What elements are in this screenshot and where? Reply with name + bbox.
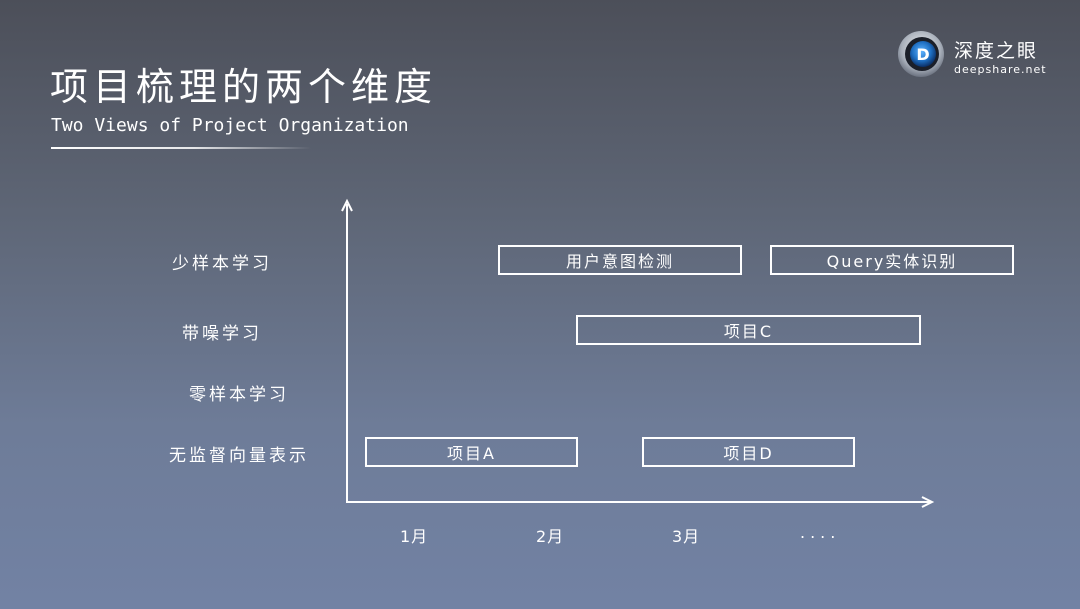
page-subtitle: Two Views of Project Organization — [51, 115, 409, 136]
row-label-few-shot: 少样本学习 — [172, 254, 272, 274]
brand-url: deepshare.net — [954, 63, 1047, 76]
time-tick-more: .... — [800, 523, 841, 542]
task-intent-detection: 用户意图检测 — [498, 245, 742, 275]
time-tick-jan: 1月 — [400, 527, 429, 546]
time-tick-feb: 2月 — [536, 527, 565, 546]
task-project-d: 项目D — [642, 437, 855, 467]
title-underline — [51, 147, 311, 149]
row-label-zero-shot: 零样本学习 — [189, 385, 289, 405]
eye-logo-icon: D — [898, 31, 944, 77]
logo-mark-letter: D — [916, 45, 929, 64]
x-axis-arrow — [921, 496, 935, 508]
task-query-ner: Query实体识别 — [770, 245, 1014, 275]
task-project-a: 项目A — [365, 437, 578, 467]
page-title: 项目梳理的两个维度 — [50, 65, 438, 109]
row-label-noisy: 带噪学习 — [182, 324, 262, 344]
y-axis-arrow — [341, 198, 353, 212]
brand-name: 深度之眼 — [954, 40, 1039, 62]
brand-logo: D 深度之眼 deepshare.net — [897, 30, 1057, 80]
time-tick-mar: 3月 — [672, 527, 701, 546]
row-label-unsupervised: 无监督向量表示 — [169, 446, 309, 466]
task-project-c: 项目C — [576, 315, 921, 345]
